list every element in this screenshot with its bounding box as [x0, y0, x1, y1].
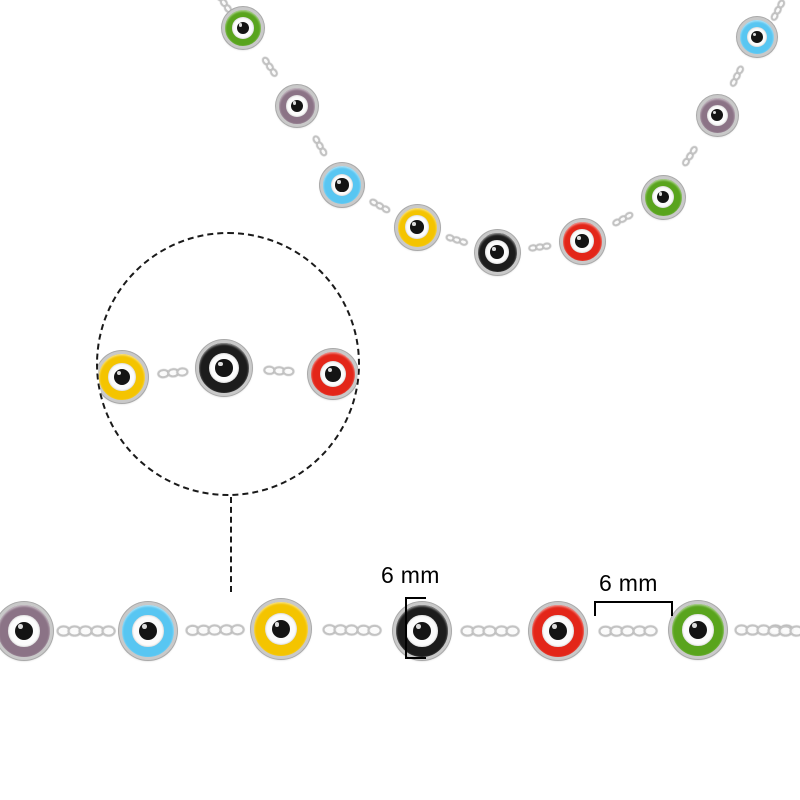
bead-diameter-bracket	[405, 597, 426, 659]
evil-eye-bead-blue	[737, 17, 777, 57]
bead-pupil	[325, 366, 341, 382]
bead-pupil	[14, 621, 34, 641]
evil-eye-bead-blue	[119, 602, 177, 660]
bead-pupil	[656, 190, 670, 204]
bead-iris	[286, 95, 308, 117]
evil-eye-bead-yellow	[98, 351, 148, 403]
chain-link-loop	[366, 624, 381, 636]
chain-link-loop	[229, 624, 244, 636]
bead-iris	[570, 229, 594, 253]
bead-diameter-label: 6 mm	[381, 562, 440, 588]
evil-eye-bead-red	[529, 602, 587, 660]
bead-glint	[17, 624, 23, 630]
link-length-label: 6 mm	[599, 570, 658, 596]
bead-iris	[209, 353, 239, 383]
bead-iris	[319, 360, 347, 388]
bead-pupil	[751, 31, 763, 43]
bead-pupil	[271, 619, 291, 639]
bead-pupil	[236, 21, 250, 35]
bead-pupil	[412, 621, 432, 641]
bead-iris	[108, 363, 136, 391]
bead-iris	[746, 26, 768, 48]
evil-eye-bead-black	[393, 602, 451, 660]
bead-pupil	[548, 621, 568, 641]
bead-glint	[492, 247, 496, 251]
chain-link-loop	[643, 624, 658, 636]
bead-glint	[551, 624, 557, 630]
bead-iris	[706, 104, 728, 126]
bead-pupil	[688, 620, 708, 640]
bead-pupil	[114, 369, 130, 385]
chain-link	[598, 624, 658, 637]
evil-eye-bead-red	[308, 349, 358, 399]
bead-iris	[330, 173, 354, 197]
bead-glint	[337, 180, 341, 184]
bead-iris	[405, 215, 429, 239]
evil-eye-bead-blue	[320, 163, 364, 207]
bead-pupil	[290, 99, 304, 113]
bead-glint	[415, 624, 421, 630]
bead-iris	[651, 185, 675, 209]
magnifier-circle	[96, 232, 360, 496]
chain-link	[767, 625, 800, 637]
chain-link	[460, 625, 520, 637]
bead-glint	[752, 32, 757, 36]
bead-iris	[132, 615, 164, 647]
bead-pupil	[410, 220, 424, 234]
chain-link	[322, 624, 381, 636]
bead-glint	[116, 371, 121, 376]
bead-pupil	[335, 178, 349, 192]
bead-glint	[712, 110, 716, 114]
magnifier-content	[98, 234, 358, 494]
chain-link-loop	[790, 625, 800, 637]
evil-eye-bead-green	[222, 7, 264, 49]
bead-iris	[682, 614, 714, 646]
chain-link-loop	[101, 625, 116, 637]
bead-glint	[218, 361, 223, 367]
chain-link	[185, 624, 244, 636]
bead-glint	[238, 23, 242, 27]
bead-iris	[8, 615, 40, 647]
bead-glint	[327, 368, 332, 373]
bead-glint	[141, 624, 147, 630]
bead-iris	[542, 615, 574, 647]
bead-iris	[232, 17, 254, 39]
evil-eye-bead-black	[196, 340, 252, 396]
bead-glint	[658, 192, 662, 196]
evil-eye-bead-purple	[0, 602, 53, 660]
bead-glint	[577, 236, 581, 240]
bead-pupil	[215, 359, 233, 377]
magnifier-connector-line	[230, 497, 232, 592]
bead-iris	[485, 240, 509, 264]
bead-glint	[412, 222, 416, 226]
evil-eye-bead-black	[474, 229, 520, 275]
evil-eye-bead-red	[559, 218, 605, 264]
bead-iris	[264, 612, 298, 646]
evil-eye-bead-purple	[276, 85, 318, 127]
evil-eye-bead-yellow	[251, 599, 311, 659]
evil-eye-bead-yellow	[394, 204, 440, 250]
bead-glint	[274, 622, 280, 628]
link-length-bracket	[594, 601, 673, 616]
bead-iris	[406, 615, 438, 647]
bead-glint	[292, 101, 296, 105]
chain-link-loop	[505, 625, 520, 637]
bead-pupil	[138, 621, 158, 641]
evil-eye-bead-green	[641, 175, 685, 219]
evil-eye-bead-purple	[696, 94, 738, 136]
bead-glint	[691, 623, 697, 629]
bead-pupil	[575, 234, 589, 248]
bead-pupil	[710, 108, 724, 122]
evil-eye-bead-green	[669, 601, 727, 659]
bead-pupil	[490, 245, 504, 259]
chain-link	[56, 625, 116, 637]
